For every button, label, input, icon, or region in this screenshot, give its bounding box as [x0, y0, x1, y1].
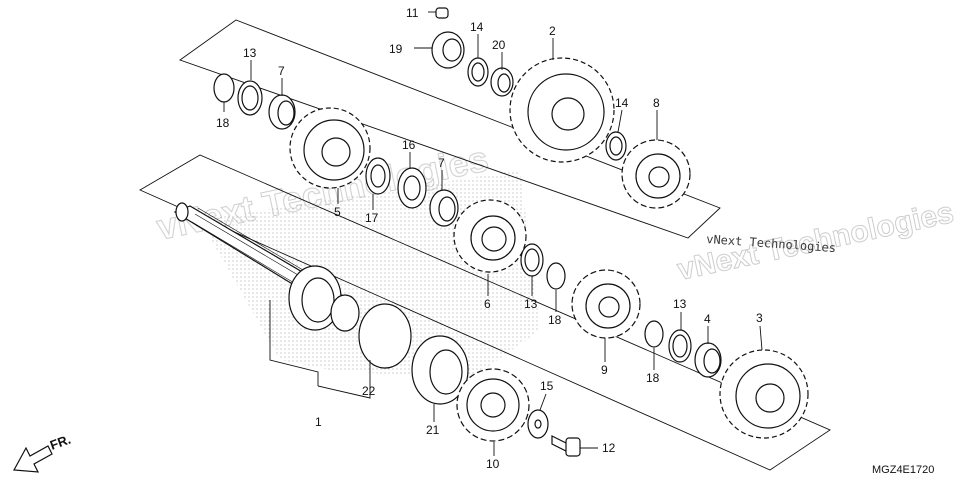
callout-6: 6: [484, 297, 491, 311]
callout-14: 14: [615, 96, 629, 110]
callout-9: 9: [601, 363, 608, 377]
drive-sprocket-part-10: [456, 368, 530, 442]
bushing-part-4: [694, 342, 722, 378]
callouts: 11 19 14 20 2 13 7 18 14 8 16 7 5 17 6 1…: [216, 6, 763, 471]
o-ring-part-22: [358, 303, 412, 369]
leader-lines: [223, 11, 763, 456]
washer-part-13-upper: [237, 80, 263, 116]
gear-part-8: [621, 139, 691, 209]
upper-shaft-frame: [179, 19, 721, 239]
washer-part-15: [527, 409, 549, 439]
callout-10: 10: [486, 457, 500, 471]
callout-7: 7: [278, 64, 285, 78]
gear-part-5: [289, 107, 371, 189]
callout-22: 22: [362, 384, 376, 398]
callout-7: 7: [438, 156, 445, 170]
callout-2: 2: [549, 24, 556, 38]
washer-part-17: [365, 157, 391, 195]
circlip-part-18-middle: [546, 262, 566, 290]
callout-18: 18: [646, 371, 660, 385]
callout-8: 8: [653, 96, 660, 110]
shading: [200, 170, 540, 380]
bolt-part-12: [551, 435, 581, 457]
washer-part-14-upper: [467, 57, 489, 87]
circlip-part-18-upper: [213, 73, 235, 103]
circlip-part-18-lower: [644, 320, 664, 348]
callout-13: 13: [243, 46, 257, 60]
lower-shaft-frame: [139, 154, 831, 471]
needle-bearing-part-7-upper: [268, 94, 296, 130]
gear-part-2: [509, 57, 615, 163]
gear-part-3: [719, 349, 809, 439]
callout-19: 19: [389, 42, 403, 56]
oil-seal-part-21: [411, 335, 469, 405]
drawing-code: MGZ4E1720: [872, 464, 934, 476]
needle-bearing-part-7-lower: [429, 189, 459, 227]
callout-16: 16: [402, 138, 416, 152]
needle-bearing-part-20: [490, 67, 514, 97]
callout-11: 11: [406, 6, 419, 20]
callout-18: 18: [216, 116, 230, 130]
front-direction-indicator: FR.: [13, 432, 73, 473]
washer-part-13-lower: [668, 329, 692, 363]
washer-part-16: [397, 167, 427, 209]
callout-21: 21: [426, 423, 440, 437]
callout-15: 15: [540, 379, 554, 393]
gear-part-6: [453, 199, 527, 273]
collar-part-11: [435, 7, 449, 19]
callout-13: 13: [673, 297, 687, 311]
callout-12: 12: [602, 441, 616, 455]
callout-5: 5: [334, 205, 341, 219]
callout-1: 1: [315, 415, 322, 429]
callout-3: 3: [756, 311, 763, 325]
washer-part-14-lower: [605, 131, 627, 161]
callout-4: 4: [704, 312, 711, 326]
front-label: FR.: [48, 432, 73, 453]
bearing-part-19: [431, 31, 465, 69]
callout-13: 13: [524, 297, 538, 311]
callout-14: 14: [470, 20, 484, 34]
mainshaft-part-1: [173, 202, 360, 332]
gear-part-9: [571, 269, 641, 339]
callout-17: 17: [365, 211, 379, 225]
callout-20: 20: [492, 38, 506, 52]
callout-18: 18: [548, 313, 562, 327]
washer-part-13-middle: [520, 243, 544, 277]
